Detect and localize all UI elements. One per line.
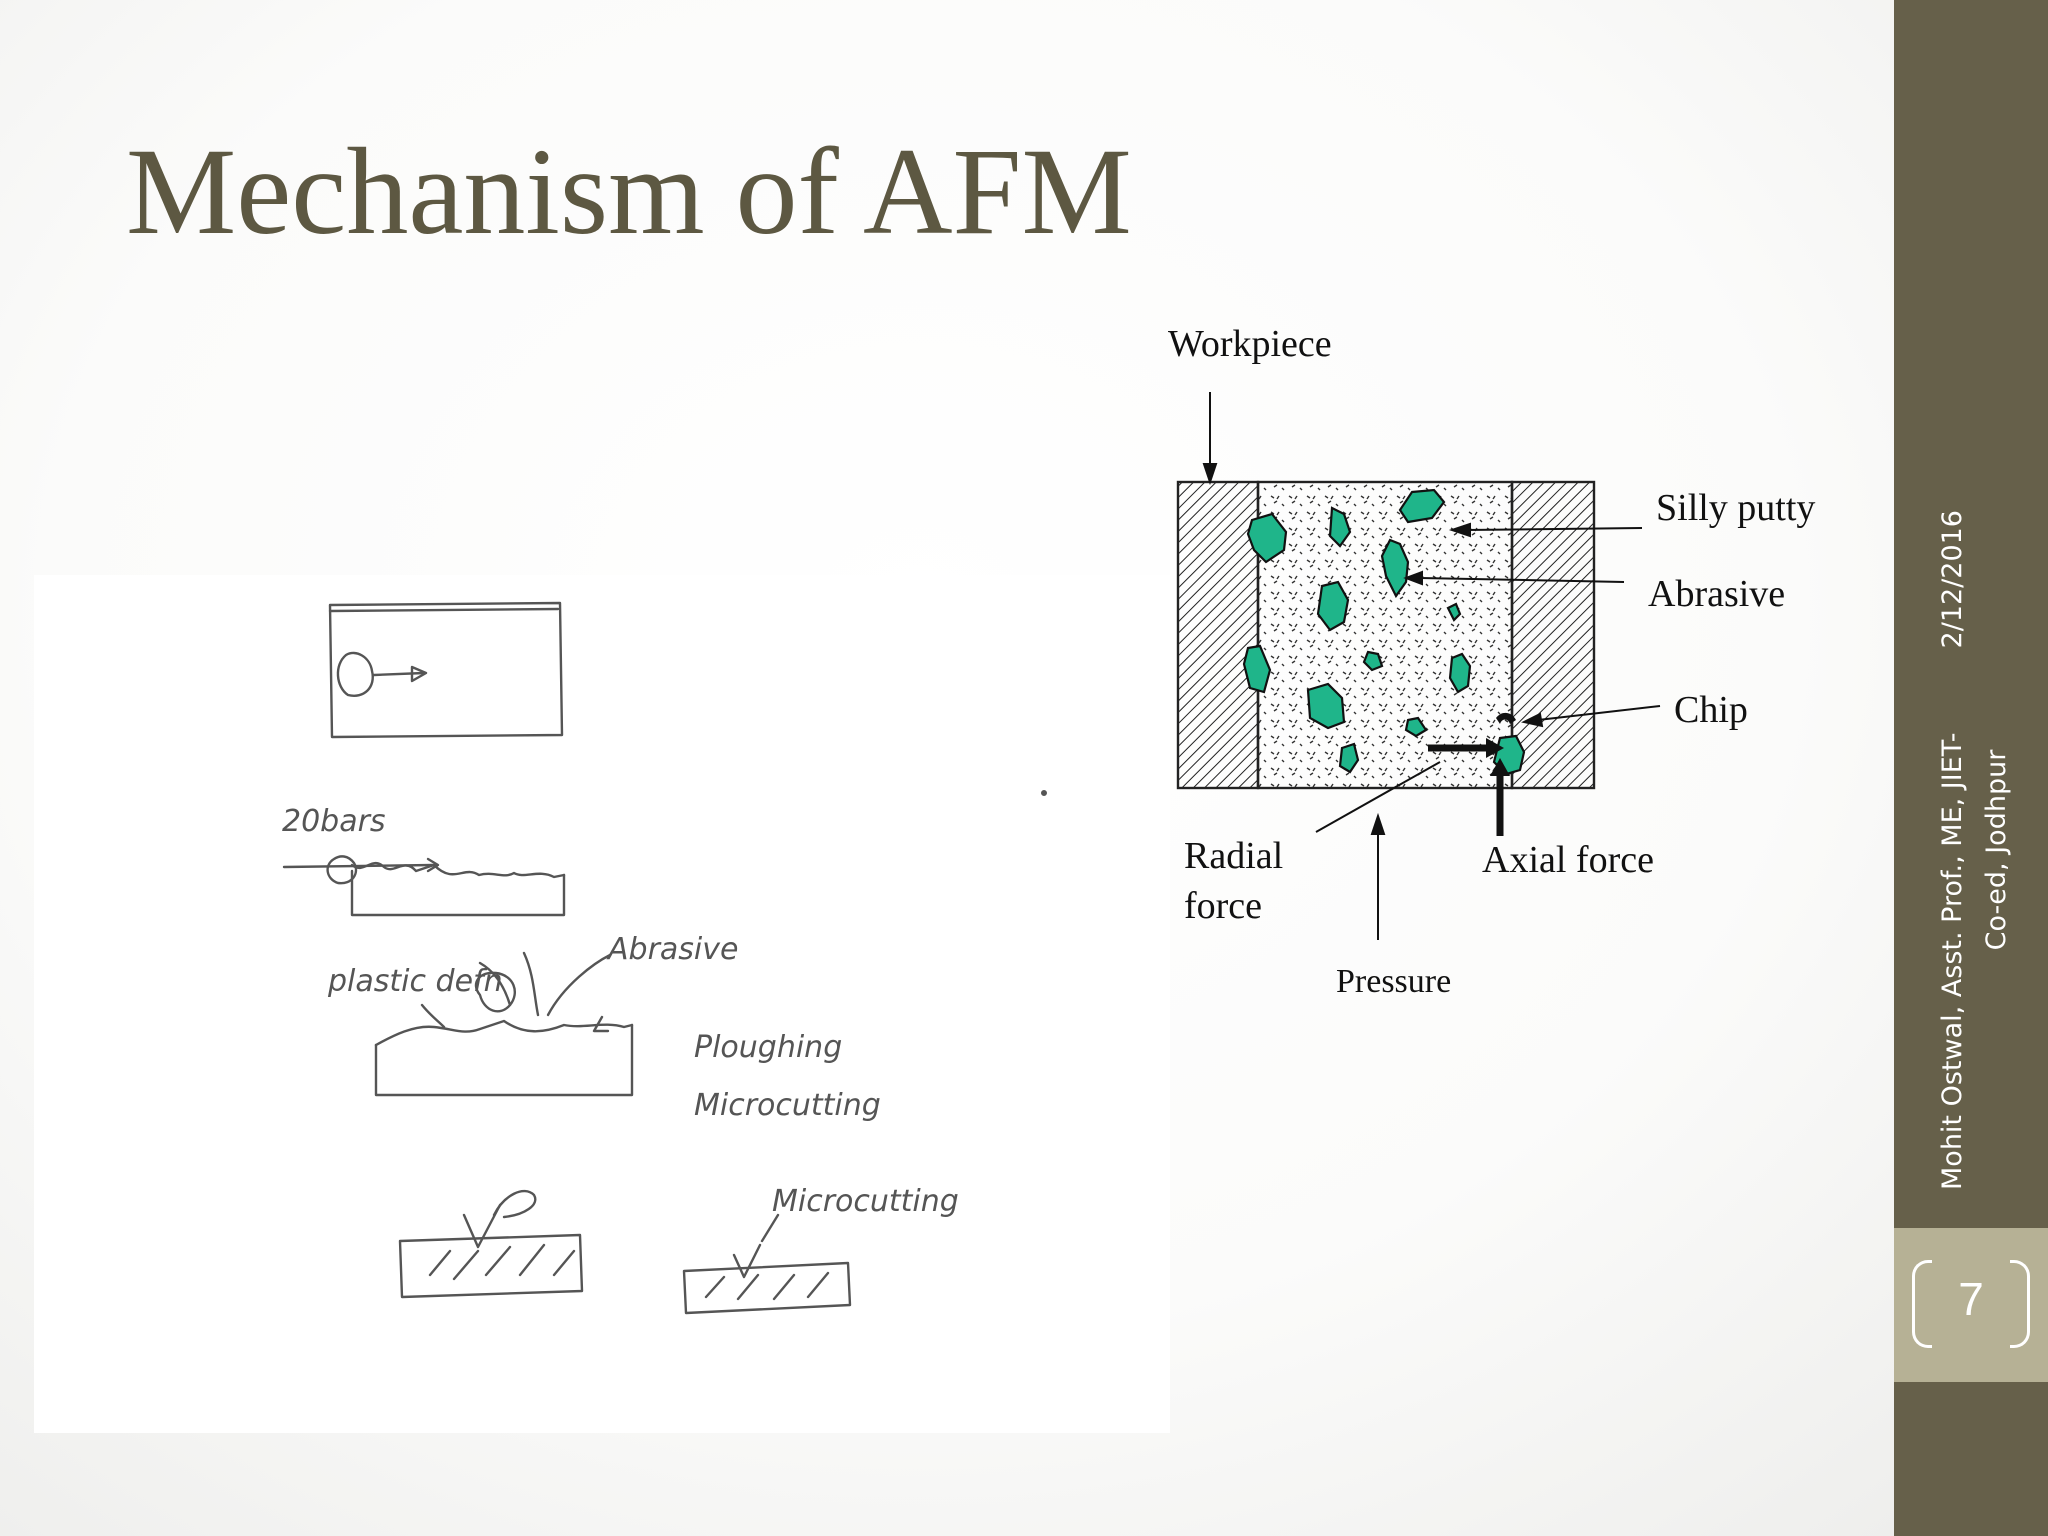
sketch-label-microcutting-2: Microcutting bbox=[772, 1184, 959, 1219]
label-abrasive: Abrasive bbox=[1648, 573, 1785, 615]
label-axial-force: Axial force bbox=[1482, 839, 1654, 881]
label-radial-force-2: force bbox=[1184, 885, 1262, 927]
slide-number-panel: 7 bbox=[1894, 1228, 2048, 1382]
label-workpiece: Workpiece bbox=[1168, 323, 1332, 365]
sketch-label-pressure: 20bars bbox=[282, 804, 386, 839]
sketch-hatched-block-1 bbox=[398, 1233, 584, 1299]
sketch-arrow-head bbox=[410, 665, 428, 683]
sketch-abrasive-grain bbox=[474, 971, 516, 1013]
sketch-channel-box bbox=[328, 601, 564, 739]
label-chip: Chip bbox=[1674, 689, 1748, 731]
sketch-label-abrasive: Abrasive bbox=[606, 932, 738, 967]
silly-putty-leader bbox=[1465, 527, 1643, 531]
sketch-hatched-block-2 bbox=[682, 1261, 852, 1315]
label-silly-putty: Silly putty bbox=[1656, 487, 1815, 529]
chip-leader bbox=[1537, 705, 1661, 721]
sketch-particle bbox=[336, 651, 374, 697]
sketch-label-microcutting-1: Microcutting bbox=[694, 1088, 881, 1123]
abrasive-leader bbox=[1419, 577, 1625, 583]
chip bbox=[1496, 712, 1516, 724]
silly-putty-medium bbox=[1256, 480, 1514, 790]
sketch-label-plastic-def: plastic defn bbox=[327, 964, 503, 999]
afm-mechanism-diagram: Workpiece Silly putty Abrasive Chip Radi… bbox=[1168, 323, 1815, 1000]
footer-author-line2: Co-ed, Jodhpur bbox=[1981, 749, 2012, 951]
bracket-left bbox=[1912, 1260, 1932, 1348]
sketch-label-ploughing: Ploughing bbox=[694, 1030, 842, 1065]
workpiece-left-wall bbox=[1176, 480, 1260, 790]
radial-leader bbox=[1315, 761, 1441, 833]
footer-author-line1: Mohit Ostwal, Asst. Prof., ME, JIET- bbox=[1937, 732, 1968, 1190]
label-pressure: Pressure bbox=[1336, 963, 1451, 1000]
bracket-right bbox=[2010, 1260, 2030, 1348]
slide-title: Mechanism of AFM bbox=[126, 123, 1132, 260]
label-radial-force-1: Radial bbox=[1184, 835, 1283, 877]
handwritten-sketch-panel: 20bars plastic defn Abrasive Ploughing M… bbox=[34, 575, 1170, 1433]
handwritten-sketch: 20bars plastic defn Abrasive Ploughing M… bbox=[282, 601, 1048, 1315]
footer-rotated: Mohit Ostwal, Asst. Prof., ME, JIET- 2/1… bbox=[1930, 510, 2020, 1190]
footer-date: 2/12/2016 bbox=[1937, 510, 1968, 649]
slide-number: 7 bbox=[1958, 1273, 1984, 1325]
